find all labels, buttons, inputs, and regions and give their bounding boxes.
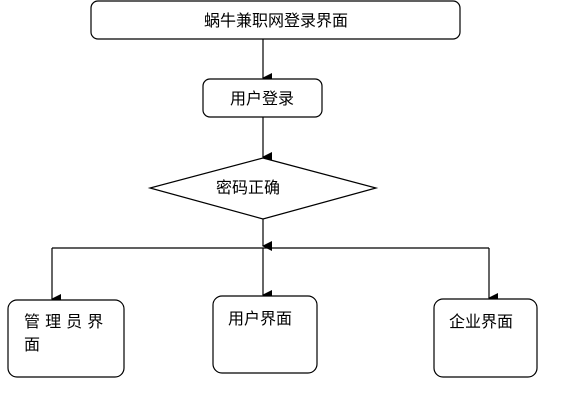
node-title-label: 蜗牛兼职网登录界面: [204, 11, 348, 30]
node-password-check-label: 密码正确: [216, 178, 280, 197]
node-company-page: 企业界面: [433, 298, 538, 378]
node-user-page-box: [212, 295, 318, 374]
node-admin-page: 管 理 员 界 面: [7, 299, 125, 378]
node-title-box: [90, 0, 461, 40]
node-title: 蜗牛兼职网登录界面: [90, 0, 461, 40]
node-company-page-box: [433, 298, 538, 378]
node-admin-page-label-line1: 管 理 员 界: [24, 312, 103, 331]
node-admin-page-box: [7, 299, 125, 378]
node-company-page-label: 企业界面: [449, 312, 513, 331]
node-user-login: 用户登录: [202, 78, 323, 118]
node-user-login-label: 用户登录: [230, 89, 294, 108]
node-password-check: 密码正确: [147, 157, 379, 220]
node-user-page-label: 用户界面: [228, 309, 292, 328]
node-admin-page-label-line2: 面: [24, 335, 40, 354]
node-user-page: 用户界面: [212, 295, 318, 374]
